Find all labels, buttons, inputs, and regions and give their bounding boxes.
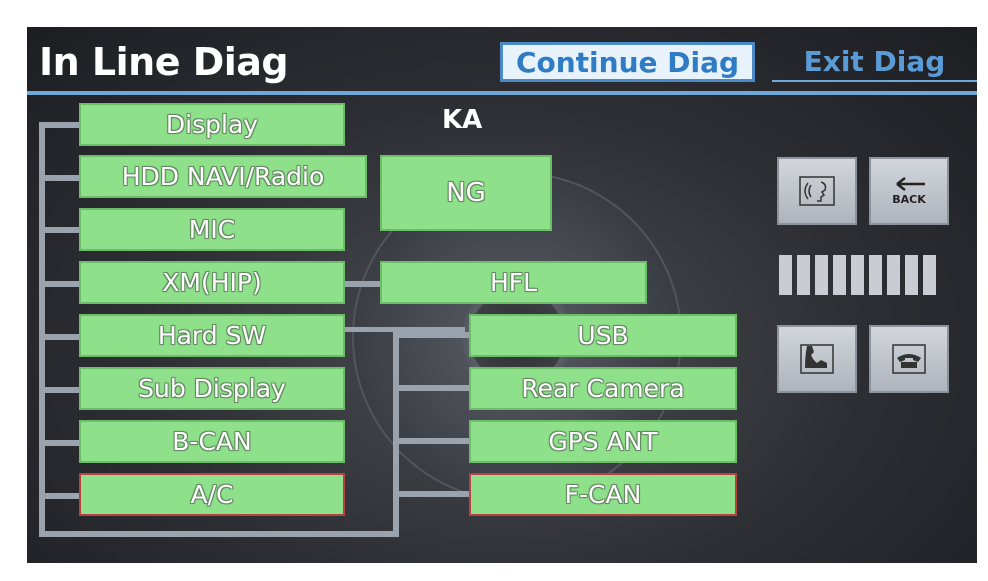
wire-left-trunk	[39, 122, 45, 537]
back-button[interactable]: BACK	[869, 157, 949, 225]
module-ac[interactable]: A/C	[79, 473, 345, 516]
module-usb[interactable]: USB	[469, 314, 737, 357]
signal-strength-bars	[779, 255, 949, 295]
phone-hangup-button[interactable]	[869, 325, 949, 393]
ng-indicator: NG	[380, 155, 552, 231]
module-mic[interactable]: MIC	[79, 208, 345, 251]
signal-bar	[779, 255, 792, 295]
wire-left-stub	[39, 334, 79, 340]
wire-right-stub	[393, 438, 469, 444]
back-arrow-icon	[891, 176, 927, 192]
phone-pickup-button[interactable]	[777, 325, 857, 393]
module-xm-hip[interactable]: XM(HIP)	[79, 261, 345, 304]
signal-bar	[887, 255, 900, 295]
continue-diag-button[interactable]: Continue Diag	[500, 42, 755, 82]
module-hard-sw[interactable]: Hard SW	[79, 314, 345, 357]
module-rear-camera[interactable]: Rear Camera	[469, 367, 737, 410]
phone-pickup-icon	[800, 344, 834, 374]
voice-command-button[interactable]	[777, 157, 857, 225]
wire-right-stub	[393, 385, 469, 391]
signal-bar	[833, 255, 846, 295]
diagnostic-screen: In Line Diag Continue Diag Exit Diag Dis…	[27, 27, 977, 563]
signal-bar	[797, 255, 810, 295]
page-title: In Line Diag	[39, 40, 289, 84]
wire-left-stub	[39, 227, 79, 233]
wire-hfl-link	[345, 281, 385, 287]
back-label: BACK	[892, 193, 926, 206]
module-sub-display[interactable]: Sub Display	[79, 367, 345, 410]
wire-left-stub	[39, 175, 79, 181]
module-hfl[interactable]: HFL	[380, 261, 647, 304]
exit-diag-button[interactable]: Exit Diag	[772, 42, 977, 82]
wire-left-stub	[39, 122, 79, 128]
module-hdd-navi-radio[interactable]: HDD NAVI/Radio	[79, 155, 367, 198]
signal-bar	[815, 255, 828, 295]
wire-right-stub	[393, 332, 469, 338]
wire-left-stub	[39, 493, 79, 499]
wire-left-stub	[39, 281, 79, 287]
wire-left-stub	[39, 440, 79, 446]
signal-bar	[905, 255, 918, 295]
signal-bar	[869, 255, 882, 295]
status-code: KA	[442, 105, 483, 135]
module-gps-ant[interactable]: GPS ANT	[469, 420, 737, 463]
phone-hangup-icon	[892, 344, 926, 374]
module-display[interactable]: Display	[79, 103, 345, 146]
module-f-can[interactable]: F-CAN	[469, 473, 737, 516]
voice-command-icon	[799, 176, 835, 206]
wire-right-stub	[393, 491, 469, 497]
header-divider	[27, 91, 977, 95]
module-b-can[interactable]: B-CAN	[79, 420, 345, 463]
wire-bottom	[39, 531, 399, 537]
wire-right-trunk	[393, 332, 399, 537]
wire-hardsw-link	[345, 327, 465, 332]
signal-bar	[923, 255, 936, 295]
wire-left-stub	[39, 387, 79, 393]
signal-bar	[851, 255, 864, 295]
